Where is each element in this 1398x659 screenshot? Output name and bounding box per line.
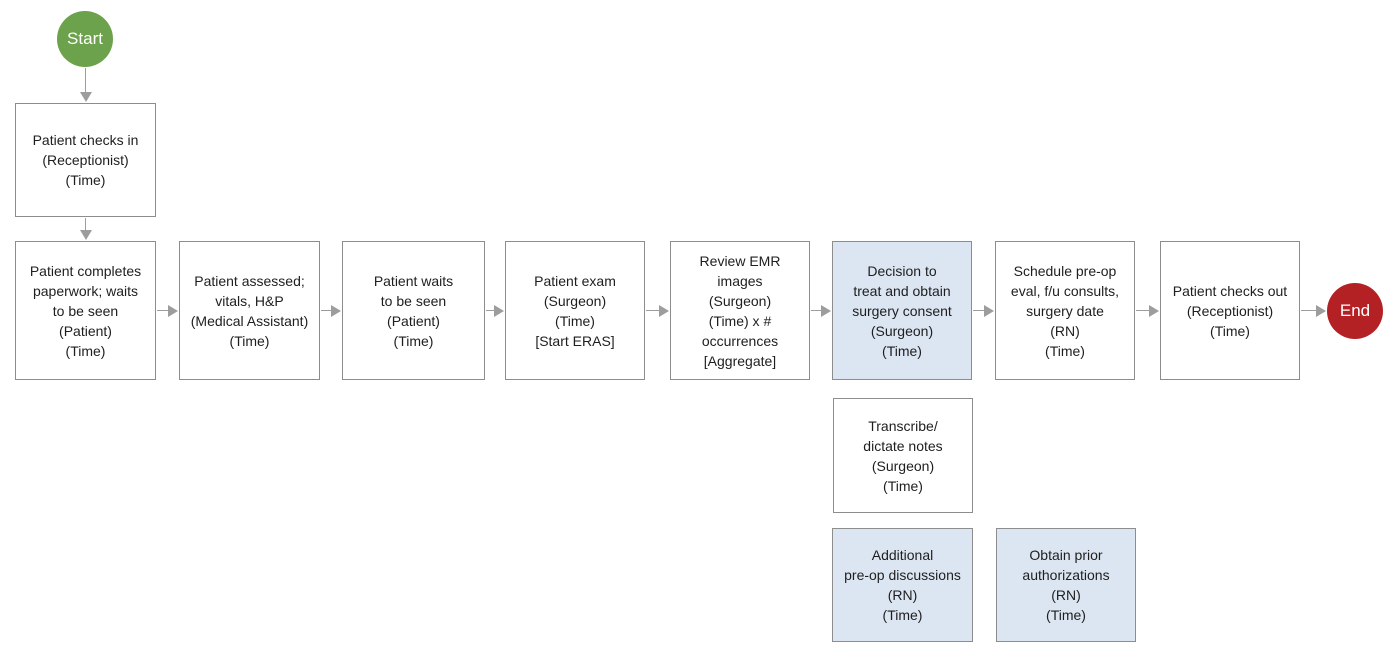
- box-patient-checks-out: Patient checks out (Receptionist) (Time): [1160, 241, 1300, 380]
- arrow-review-to-decision: [811, 304, 831, 317]
- arrow-checkin-to-paperwork: [79, 218, 92, 240]
- box-obtain-prior-authorizations: Obtain prior authorizations (RN) (Time): [996, 528, 1136, 642]
- box-label: Patient completes paperwork; waits to be…: [29, 262, 142, 359]
- box-label: Transcribe/ dictate notes (Surgeon) (Tim…: [863, 417, 943, 494]
- box-review-emr-images: Review EMR images (Surgeon) (Time) x # o…: [670, 241, 810, 380]
- box-label: Additional pre-op discussions (RN) (Time…: [844, 547, 961, 623]
- box-label: Review EMR images (Surgeon) (Time) x # o…: [699, 252, 781, 369]
- end-node: End: [1327, 283, 1383, 339]
- arrow-exam-to-review: [646, 304, 669, 317]
- box-patient-checks-in: Patient checks in (Receptionist) (Time): [15, 103, 156, 217]
- box-patient-completes-paperwork: Patient completes paperwork; waits to be…: [15, 241, 156, 380]
- start-label: Start: [67, 29, 103, 48]
- arrow-paperwork-to-assessed: [157, 304, 178, 317]
- arrow-schedule-to-checkout: [1136, 304, 1159, 317]
- box-label: Patient waits to be seen (Patient) (Time…: [373, 272, 454, 349]
- box-patient-exam: Patient exam (Surgeon) (Time) [Start ERA…: [505, 241, 645, 380]
- arrow-checkout-to-end: [1301, 304, 1326, 317]
- box-label: Patient checks out (Receptionist) (Time): [1172, 282, 1288, 339]
- box-label: Decision to treat and obtain surgery con…: [852, 262, 952, 359]
- box-additional-preop-discussions: Additional pre-op discussions (RN) (Time…: [832, 528, 973, 642]
- box-label: Schedule pre-op eval, f/u consults, surg…: [1010, 262, 1120, 359]
- arrow-decision-to-schedule: [973, 304, 994, 317]
- box-label: Obtain prior authorizations (RN) (Time): [1022, 547, 1110, 623]
- box-patient-waits: Patient waits to be seen (Patient) (Time…: [342, 241, 485, 380]
- box-label: Patient assessed; vitals, H&P (Medical A…: [190, 272, 309, 349]
- box-decision-to-treat: Decision to treat and obtain surgery con…: [832, 241, 972, 380]
- arrow-waits-to-exam: [486, 304, 504, 317]
- box-label: Patient checks in (Receptionist) (Time): [32, 132, 139, 188]
- box-label: Patient exam (Surgeon) (Time) [Start ERA…: [534, 272, 616, 349]
- box-patient-assessed: Patient assessed; vitals, H&P (Medical A…: [179, 241, 320, 380]
- box-transcribe-notes: Transcribe/ dictate notes (Surgeon) (Tim…: [833, 398, 973, 513]
- box-schedule-preop: Schedule pre-op eval, f/u consults, surg…: [995, 241, 1135, 380]
- end-label: End: [1339, 301, 1371, 320]
- arrow-start-to-checkin: [79, 68, 92, 102]
- arrow-assessed-to-waits: [321, 304, 341, 317]
- start-node: Start: [57, 11, 113, 67]
